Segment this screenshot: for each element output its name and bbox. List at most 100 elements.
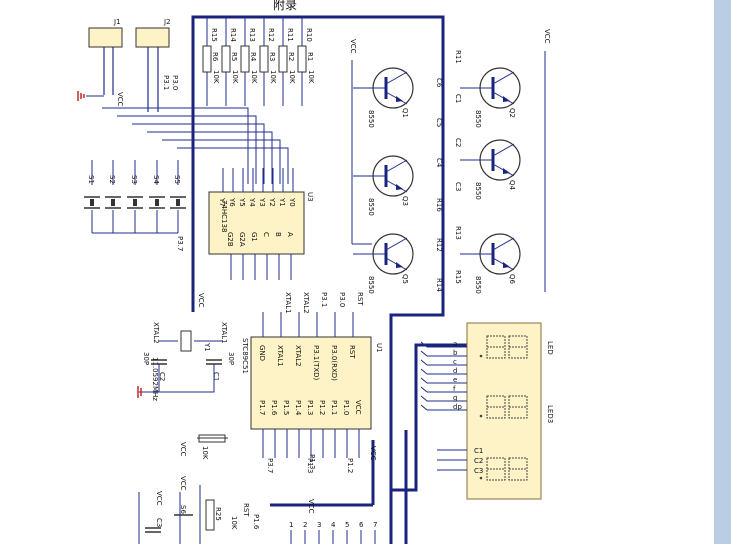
reset-resistor-r25: [205, 499, 215, 531]
decoder-pin-label: Y2: [268, 197, 276, 207]
resistor-body: [259, 45, 269, 73]
wire: [147, 131, 273, 184]
mcu-stc89c51: STC89C51 U1 RSTP3.0(RXD)P3.1(TXD)XTAL2XT…: [241, 292, 383, 473]
mcu-pin-label: P3.1(TXD): [312, 345, 320, 381]
header-j2-body: [135, 27, 170, 48]
resistor-ref: R13: [248, 28, 256, 42]
wire: [177, 147, 289, 184]
resistor-name: R2: [287, 52, 295, 61]
connector-pin-number: 2: [303, 521, 307, 529]
button-ref: S4: [152, 175, 160, 184]
mcu-pin-label: GND: [258, 345, 266, 361]
wire: [102, 107, 249, 184]
reset-net-label: P1.3: [308, 454, 316, 469]
resistor-value: 10K: [231, 70, 239, 84]
connector-pin-number: 1: [289, 521, 293, 529]
resistor-ref: R10: [305, 28, 313, 42]
transistor-arrow: [503, 96, 510, 102]
crystal-circuit: Y1 11.0592MHz XTAL2 XTAL1 30P 30P C2 C1: [137, 322, 235, 401]
wire: [117, 115, 257, 184]
resistor-ref: R12: [267, 28, 275, 42]
vcc-label: VCC: [543, 29, 551, 44]
reset-resistor-value: 10K: [201, 446, 209, 460]
vcc-label: VCC: [155, 491, 163, 506]
connector-pin-number: 3: [317, 521, 321, 529]
reset-switch-ref: S6: [179, 505, 187, 514]
switch-knob: [155, 199, 159, 206]
decoder-net-label: P3.7: [176, 236, 184, 251]
header-j2-pin-label: P3.0: [171, 75, 179, 90]
ground-symbol: [77, 91, 104, 101]
header-j2-pin-label: P3.1: [162, 75, 170, 90]
resistor-name: R6: [211, 52, 219, 62]
com-label: C3: [474, 467, 483, 475]
mcu-net-label: XTAL2: [302, 292, 310, 314]
decoder-pin-label: Y5: [238, 197, 246, 207]
wire: [420, 377, 428, 384]
transistor-net: R13: [454, 226, 462, 240]
decoder-pin-label: A: [286, 232, 294, 237]
mcu-net-label: RST: [356, 292, 364, 306]
mcu-pin-label: P1.1: [330, 400, 338, 415]
crystal-freq: 11.0592MHz: [151, 357, 159, 401]
segment-label: b: [453, 349, 458, 357]
transistor-ref: Q4: [508, 180, 516, 191]
transistor-net: R16: [435, 198, 443, 212]
vcc-label: VCC: [349, 39, 357, 54]
transistor-net: C4: [435, 158, 443, 168]
transistor-net: R12: [435, 238, 443, 252]
mcu-pin-label: XTAL1: [276, 345, 284, 367]
vcc-label: VCC: [369, 446, 377, 461]
display-digits: [479, 335, 528, 481]
display-name: LED3: [546, 405, 554, 423]
resistor-body: [297, 45, 307, 73]
button-ref: S5: [173, 175, 181, 184]
mcu-body: [250, 336, 372, 430]
transistor-net: C2: [454, 138, 462, 147]
resistor-value: 10K: [212, 70, 220, 84]
crystal-ref: Y1: [203, 342, 211, 352]
transistor-net: C5: [435, 118, 443, 127]
header-j2-label: J2: [163, 18, 171, 26]
resistor-body: [278, 45, 288, 73]
reset-net-label: P1.6: [252, 514, 260, 530]
mcu-net-label: P1.3: [306, 458, 314, 473]
transistor-type: 8550: [474, 276, 482, 294]
transistor-collector: [492, 71, 515, 85]
transistor-arrow: [503, 262, 510, 268]
mcu-pin-label: P1.3: [306, 400, 314, 415]
decoder-pin-label: G1: [250, 232, 258, 242]
wire: [420, 350, 428, 357]
transistor-net: C1: [454, 94, 462, 103]
transistor-collector: [385, 237, 408, 251]
segment-label: dp: [453, 403, 462, 411]
wire: [420, 368, 428, 375]
button-ref: S1: [87, 175, 95, 184]
vcc-label: VCC: [179, 476, 187, 491]
transistor-ref: Q1: [401, 108, 409, 118]
mcu-pin-label: P1.0: [342, 400, 350, 415]
segment-label: d: [453, 367, 457, 375]
decoder-pin-label: Y6: [228, 197, 236, 207]
mcu-net-label: P3.0: [338, 292, 346, 307]
bus-lines: [191, 15, 467, 544]
resistor-body: [221, 45, 231, 73]
transistor-net: R15: [454, 270, 462, 284]
transistor-net: C3: [454, 182, 462, 191]
wire: [420, 386, 428, 393]
transistor-collector: [492, 143, 515, 157]
resistor-name: R1: [306, 52, 314, 61]
mcu-pin-label: P1.7: [258, 400, 266, 415]
decoder-pin-label: Y7: [218, 197, 226, 207]
crystal-net: XTAL2: [152, 322, 160, 344]
window-scroll-edge[interactable]: [714, 0, 731, 544]
segment-label: a: [453, 340, 457, 348]
wire: [158, 364, 215, 393]
decoder-pin-label: C: [262, 232, 270, 237]
